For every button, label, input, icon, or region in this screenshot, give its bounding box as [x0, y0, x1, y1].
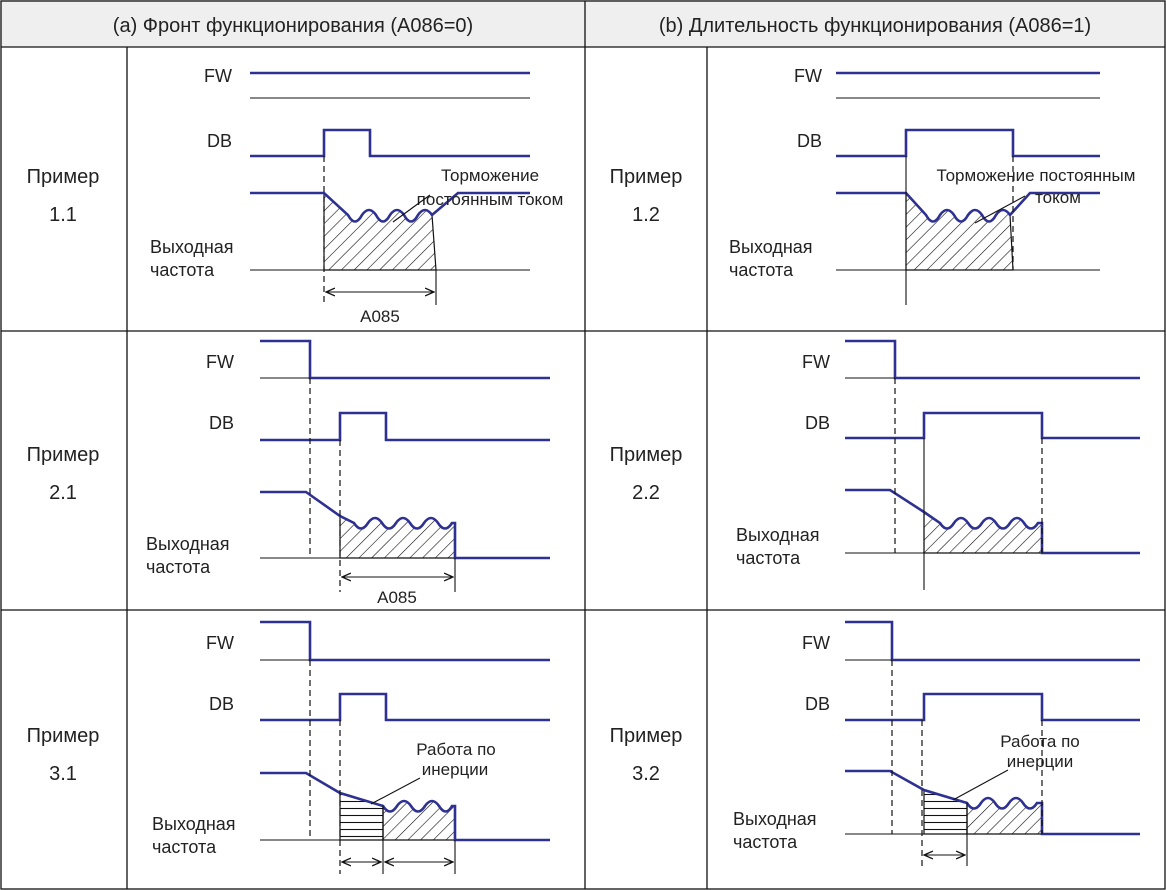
example-label-1-2: Пример 1.2 [610, 166, 683, 226]
header-edge-operation: (a) Фронт функционирования (A086=0) [113, 15, 473, 37]
coasting-label-line1: Работа по [416, 740, 495, 759]
a085-label: A085 [360, 307, 400, 326]
db-signal [845, 692, 1140, 722]
fw-signal [260, 339, 550, 380]
dc-braking-label-line1: Торможение постоянным [937, 166, 1136, 185]
diagram-2-1: FW DB Выходная частота A085 [146, 339, 550, 607]
db-signal [845, 411, 1140, 440]
freq-signal [260, 490, 550, 560]
db-signal [260, 692, 550, 722]
freq-signal [836, 191, 1100, 223]
dc-braking-area [905, 191, 1014, 271]
fw-signal [845, 620, 1140, 662]
db-label: DB [805, 694, 830, 714]
fw-label: FW [204, 66, 232, 86]
example-number: 3.1 [49, 763, 77, 785]
fw-label: FW [206, 633, 234, 653]
freq-label-line1: Выходная [733, 809, 817, 829]
dc-braking-area [923, 510, 1043, 554]
db-label: DB [209, 413, 234, 433]
header-level-operation: (b) Длительность функционирования (A086=… [659, 15, 1091, 37]
example-number: 3.2 [632, 763, 660, 785]
db-signal [836, 128, 1100, 158]
diagram-3-1: FW DB Выходная частота Работа по инерции [152, 620, 550, 874]
dc-braking-pointer [392, 194, 431, 223]
diagram-1-2: FW DB Выходная частота Торможение постоя… [729, 66, 1135, 305]
db-signal [250, 128, 530, 158]
db-label: DB [797, 131, 822, 151]
dc-braking-pointer [974, 195, 1026, 224]
dc-braking-area [966, 797, 1043, 835]
fw-label: FW [206, 352, 234, 372]
dc-braking-label-line1: Торможение [441, 166, 539, 185]
example-label-3-2: Пример 3.2 [610, 725, 683, 785]
example-word: Пример [610, 725, 683, 747]
fw-signal [260, 620, 550, 662]
fw-label: FW [802, 633, 830, 653]
header-row-background [0, 0, 1166, 47]
freq-signal [845, 488, 1140, 555]
a085-label: A085 [377, 588, 417, 607]
example-word: Пример [27, 166, 100, 188]
dc-braking-area [382, 800, 456, 841]
freq-label-line2: частота [736, 548, 801, 568]
coasting-pointer [952, 769, 1009, 801]
example-word: Пример [27, 444, 100, 466]
diagram-2-2: FW DB Выходная частота [736, 339, 1140, 590]
freq-label-line1: Выходная [729, 237, 813, 257]
freq-label-line1: Выходная [736, 525, 820, 545]
example-word: Пример [610, 444, 683, 466]
freq-label-line2: частота [146, 557, 211, 577]
fw-signal [845, 339, 1140, 380]
example-number: 2.1 [49, 482, 77, 504]
coasting-label-line2: инерции [422, 760, 489, 779]
freq-label-line2: частота [152, 837, 217, 857]
diagram-3-2: FW DB Выходная частота Работа по инерции [733, 620, 1140, 866]
freq-label-line2: частота [729, 260, 794, 280]
freq-label-line2: частота [150, 260, 215, 280]
freq-signal [250, 191, 530, 223]
example-number: 1.2 [632, 204, 660, 226]
dc-braking-label-line2: током [1035, 188, 1081, 207]
example-label-1-1: Пример 1.1 [27, 166, 100, 226]
freq-signal [260, 771, 550, 842]
db-label: DB [209, 694, 234, 714]
dc-braking-label-line2: постоянным током [417, 190, 564, 209]
example-word: Пример [27, 725, 100, 747]
freq-label-line1: Выходная [150, 237, 234, 257]
fw-label: FW [794, 66, 822, 86]
coasting-label-line2: инерции [1007, 752, 1074, 771]
coasting-pointer [370, 777, 421, 805]
db-label: DB [207, 131, 232, 151]
db-signal [260, 411, 550, 442]
coasting-label-line1: Работа по [1000, 732, 1079, 751]
freq-label-line2: частота [733, 832, 798, 852]
example-label-2-2: Пример 2.2 [610, 444, 683, 504]
example-word: Пример [610, 166, 683, 188]
example-number: 2.2 [632, 482, 660, 504]
example-label-3-1: Пример 3.1 [27, 725, 100, 785]
freq-label-line1: Выходная [146, 534, 230, 554]
db-label: DB [805, 413, 830, 433]
example-number: 1.1 [49, 204, 77, 226]
example-label-2-1: Пример 2.1 [27, 444, 100, 504]
freq-label-line1: Выходная [152, 814, 236, 834]
fw-label: FW [802, 352, 830, 372]
freq-signal [845, 769, 1140, 836]
diagram-1-1: FW DB Выходная частота A085 Торможение п… [150, 66, 563, 326]
